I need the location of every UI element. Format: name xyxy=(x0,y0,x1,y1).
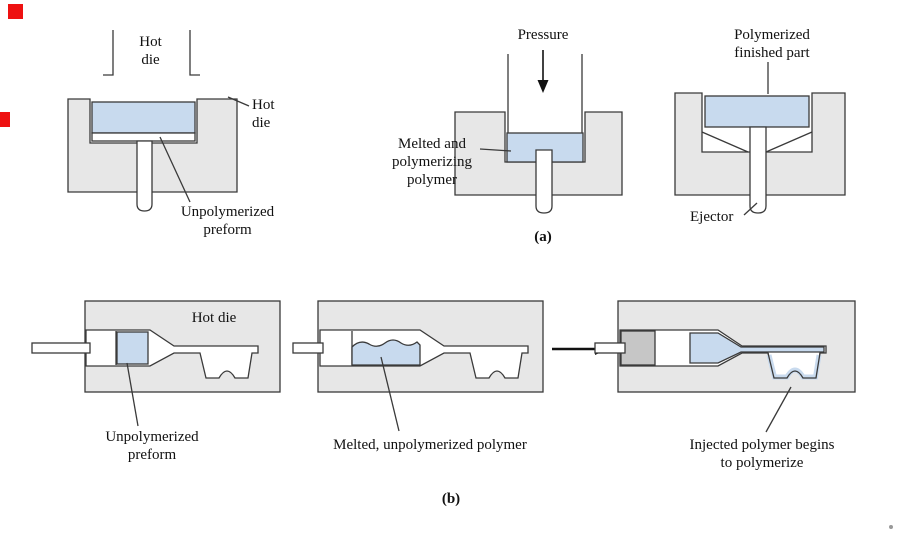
transfer-step-1 xyxy=(31,300,281,427)
cavity-chamfer-left xyxy=(701,131,749,153)
mold-plate xyxy=(91,132,196,142)
leader-line-preform xyxy=(126,362,139,427)
ejector-label: Ejector xyxy=(690,209,734,225)
compression-step-1 xyxy=(67,30,250,212)
ejector-pin xyxy=(535,149,553,214)
compression-step-2 xyxy=(454,50,623,214)
pressure-label: Pressure xyxy=(517,27,569,43)
preform-shape xyxy=(116,331,149,365)
transfer-step-2 xyxy=(292,300,544,432)
red-marker-top xyxy=(8,4,23,19)
preform-shape xyxy=(91,101,196,134)
upper-die-outline-right xyxy=(189,30,200,76)
leader-line-polymer xyxy=(380,356,400,432)
caption-a: (a) xyxy=(534,229,552,245)
plunger-rod xyxy=(594,342,626,354)
transfer-step-3 xyxy=(594,300,856,433)
leader-line-hot-die xyxy=(227,96,250,107)
lower-die-block xyxy=(674,92,846,196)
pressure-down-arrow-icon xyxy=(537,80,549,93)
hot-die-label-b: Hot die xyxy=(191,310,237,326)
melted-polymer-shape xyxy=(351,339,421,366)
leader-line-injected-polymer xyxy=(765,386,792,433)
leader-line-polymer xyxy=(479,148,512,152)
melted-unpolymerized-label: Melted, unpolymerized polymer xyxy=(333,437,527,453)
unpolymerized-preform-label: Unpolymerized preform xyxy=(180,204,275,238)
melted-polymerizing-label: Melted and polymerizing polymer xyxy=(392,136,472,188)
lower-die-block xyxy=(454,111,623,196)
injected-polymer-label: Injected polymer begins to polymerize xyxy=(689,437,835,471)
ejector-pin xyxy=(749,126,767,214)
finished-part-label: Polymerized finished part xyxy=(734,27,810,61)
caption-b: (b) xyxy=(441,491,461,507)
cavity-profile-outline xyxy=(767,352,821,379)
upper-die-label: Hot die xyxy=(139,34,162,68)
cavity-chamfer-right xyxy=(765,131,813,153)
plunger-rod xyxy=(292,342,324,354)
unpolymerized-preform-label-b: Unpolymerized preform xyxy=(105,429,199,463)
hot-die-side-label: Hot die xyxy=(252,97,275,131)
compression-step-3 xyxy=(674,62,846,216)
channel-and-cavity xyxy=(319,329,529,379)
finished-part-shape xyxy=(704,95,810,128)
red-marker-left xyxy=(0,112,10,127)
plunger-rod xyxy=(31,342,91,354)
leader-line-preform xyxy=(159,136,191,203)
upper-die-outline-left xyxy=(103,30,114,76)
stray-mark xyxy=(889,525,893,529)
leader-line-ejector xyxy=(743,202,758,216)
plunger-body xyxy=(620,330,656,366)
injected-polymer-shape xyxy=(689,332,825,364)
ejector-pin xyxy=(136,140,153,212)
